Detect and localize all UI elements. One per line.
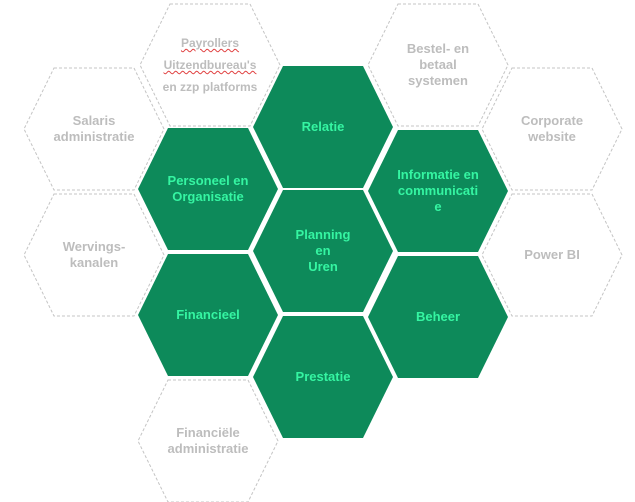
hexagon-label: Power BI [502,194,602,316]
label-line: Personeel en [167,173,249,188]
hexagon-label: Prestatie [273,316,373,438]
label-line: Organisatie [172,189,244,204]
label-line: Payrollers [180,36,240,50]
label-line: website [528,129,576,144]
hexagon-shape [253,66,393,188]
hexagon-relatie: Relatie [253,66,393,188]
hexagon-label: Beheer [388,256,488,378]
hexagon-label: Financieel [158,254,258,376]
label-line: Uren [308,259,338,274]
hexagon-shape [23,193,165,317]
label-line: betaal [419,57,457,72]
hexagon-shape [23,67,165,191]
label-line: Wervings- [62,239,126,254]
hexagon-shape [368,130,508,252]
label-line: Relatie [301,119,345,134]
hexagon-prestatie: Prestatie [253,316,393,438]
hexagon-shape [481,193,623,317]
label-line: e [434,199,442,214]
label-line: Corporate [520,113,584,128]
label-line: Financieel [176,307,240,322]
hexagon-shape [367,3,509,127]
label-line: Bestel- en [406,41,470,56]
hexagon-shape [138,128,278,250]
hexagon-label: Wervings-kanalen [44,194,144,316]
label-line: administratie [167,441,249,456]
hexagon-wervings: Wervings-kanalen [23,193,165,317]
hexagon-powerbi: Power BI [481,193,623,317]
hexagon-shape [138,254,278,376]
hexagon-shape [137,379,279,502]
label-line: kanalen [69,255,119,270]
hexagon-label: Relatie [273,66,373,188]
label-line: Salaris [72,113,116,128]
label-line: en zzp platforms [162,80,258,94]
label-line: systemen [408,73,468,88]
label-line: en [315,243,331,258]
hexagon-shape [253,190,393,312]
label-line: Planning [295,227,351,242]
label-line: Prestatie [295,369,351,384]
label-line: Informatie en [397,167,479,182]
hexagon-financieel: Financieel [138,254,278,376]
hexagon-shape [481,67,623,191]
label-line: administratie [53,129,135,144]
label-line: Power BI [524,247,580,262]
label-line: Beheer [415,309,461,324]
hexagon-shape [139,3,281,127]
label-line: Uitzendbureau's [163,58,257,72]
hexagon-shape [253,316,393,438]
label-line: communicati [397,183,479,198]
hexagon-shape [368,256,508,378]
label-line: Financiële [176,425,240,440]
hexagon-beheer: Beheer [368,256,508,378]
